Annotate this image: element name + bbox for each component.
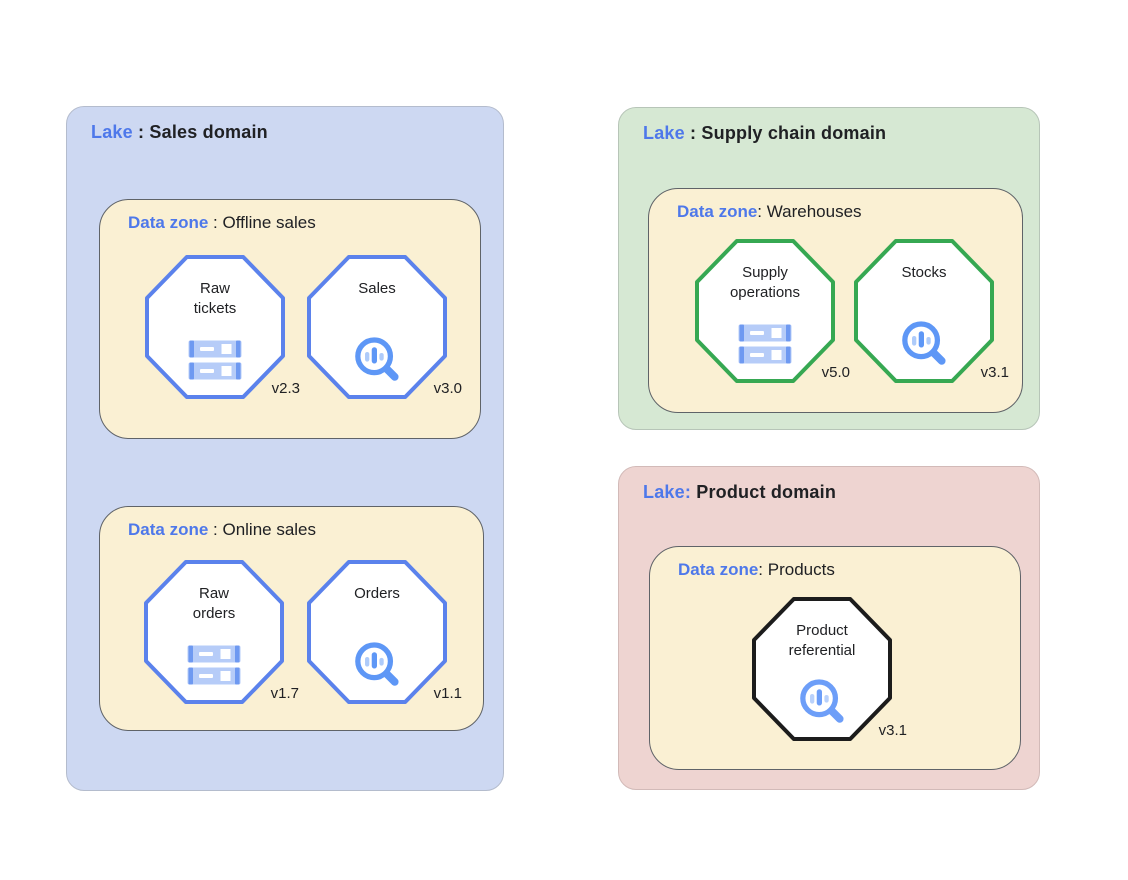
- octagon-shape: [145, 255, 285, 399]
- zone-products-title: Data zone: Products: [678, 560, 835, 580]
- asset-label: Orders: [354, 585, 400, 602]
- asset-version: v3.1: [980, 364, 1009, 381]
- asset-sales: Sales v3.0: [307, 255, 462, 399]
- zone-online-sales-title: Data zone : Online sales: [128, 520, 316, 540]
- asset-version: v2.3: [271, 380, 300, 397]
- lake-product-domain: Lake: Product domain Data zone: Products…: [618, 466, 1040, 790]
- asset-orders: Orders v1.1: [307, 560, 462, 704]
- zone-name: : Offline sales: [208, 213, 316, 232]
- search-analytics-icon: [354, 641, 400, 700]
- asset-label: Stocks: [901, 264, 947, 281]
- search-analytics-icon: [354, 336, 400, 395]
- lake-name: : Supply chain domain: [684, 123, 887, 143]
- zone-keyword: Data zone: [677, 202, 758, 221]
- zone-offline-sales: Data zone : Offline sales Raw tickets: [99, 199, 481, 439]
- server-storage-icon: [738, 324, 792, 369]
- zone-name: : Warehouses: [757, 202, 862, 221]
- lake-keyword: Lake: [643, 123, 685, 143]
- zone-warehouses-title: Data zone: Warehouses: [677, 202, 862, 222]
- zone-offline-sales-title: Data zone : Offline sales: [128, 213, 316, 233]
- lake-keyword: Lake:: [643, 482, 692, 502]
- zone-keyword: Data zone: [678, 560, 759, 579]
- asset-label: Supply operations: [729, 264, 801, 301]
- zone-name: : Products: [758, 560, 835, 579]
- octagon-shape: [854, 239, 994, 383]
- lake-sales-title: Lake : Sales domain: [91, 122, 268, 143]
- lake-product-title: Lake: Product domain: [643, 482, 836, 503]
- server-storage-icon: [187, 645, 241, 690]
- asset-version: v1.1: [433, 685, 462, 702]
- lake-sales-domain: Lake : Sales domain Data zone : Offline …: [66, 106, 504, 791]
- asset-version: v5.0: [821, 364, 850, 381]
- zone-keyword: Data zone: [128, 213, 209, 232]
- asset-raw-tickets: Raw tickets v2.3: [145, 255, 300, 399]
- octagon-shape: [752, 597, 892, 741]
- asset-raw-orders: Raw orders v1.7: [144, 560, 299, 704]
- server-storage-icon: [188, 340, 242, 385]
- search-analytics-icon: [901, 320, 947, 379]
- lake-keyword: Lake: [91, 122, 133, 142]
- search-analytics-icon: [799, 678, 845, 737]
- zone-online-sales: Data zone : Online sales Raw orders: [99, 506, 484, 731]
- octagon-shape: [307, 255, 447, 399]
- asset-version: v3.1: [878, 722, 907, 739]
- lake-name: Product domain: [691, 482, 837, 502]
- asset-stocks: Stocks v3.1: [854, 239, 1009, 383]
- octagon-shape: [307, 560, 447, 704]
- lake-name: : Sales domain: [132, 122, 268, 142]
- asset-label: Product referential: [788, 622, 856, 659]
- lake-supply-chain-domain: Lake : Supply chain domain Data zone: Wa…: [618, 107, 1040, 430]
- asset-version: v1.7: [270, 685, 299, 702]
- asset-label: Sales: [358, 280, 396, 297]
- asset-label: Raw tickets: [193, 280, 237, 317]
- lake-supply-title: Lake : Supply chain domain: [643, 123, 886, 144]
- zone-warehouses: Data zone: Warehouses Supply operations: [648, 188, 1023, 413]
- zone-products: Data zone: Products Product referential …: [649, 546, 1021, 770]
- zone-name: : Online sales: [208, 520, 317, 539]
- asset-supply-operations: Supply operations v5.0: [695, 239, 850, 383]
- asset-product-referential: Product referential v3.1: [752, 597, 907, 741]
- octagon-shape: [144, 560, 284, 704]
- zone-keyword: Data zone: [128, 520, 209, 539]
- asset-label: Raw orders: [192, 585, 236, 622]
- octagon-shape: [695, 239, 835, 383]
- asset-version: v3.0: [433, 380, 462, 397]
